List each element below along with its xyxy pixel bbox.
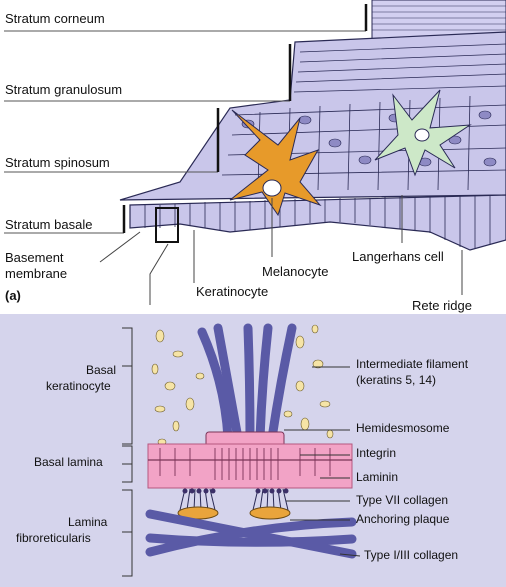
basal-lamina-label: Basal lamina [34, 455, 103, 469]
melanocyte-label: Melanocyte [262, 264, 329, 279]
callout-leaders [99, 195, 463, 305]
stratum-spinosum-label: Stratum spinosum [5, 155, 110, 170]
laminin-label: Laminin [356, 470, 399, 484]
structure-leaders [284, 366, 361, 557]
epidermis-illustration [4, 0, 506, 305]
epidermis-body [119, 31, 506, 201]
basal-keratinocyte-label-line2: keratinocyte [46, 379, 111, 393]
stratum-corneum-label: Stratum corneum [5, 11, 105, 26]
basal-keratinocyte-label-line1: Basal [86, 363, 117, 377]
panel-letter-a: (a) [5, 288, 21, 303]
epidermis-tissue [119, 0, 506, 251]
region-brackets [122, 327, 133, 577]
anchoring-plaque-label: Anchoring plaque [356, 512, 450, 526]
langerhans-cell-label: Langerhans cell [352, 249, 444, 264]
integrin-strands [159, 448, 331, 480]
stratum-granulosum-label: Stratum granulosum [5, 82, 123, 97]
type-vii-collagen [179, 488, 289, 511]
lamina-fibroreticularis-label-line1: Lamina [68, 515, 108, 529]
keratinocyte-label: Keratinocyte [196, 284, 269, 299]
hemidesmosome-label: Hemidesmosome [356, 421, 450, 435]
basement-membrane-panel: Basal keratinocyte Basal lamina Lamina f… [0, 314, 506, 587]
type-vii-collagen-label: Type VII collagen [356, 493, 449, 507]
integrin-label: Integrin [356, 446, 397, 460]
intermediate-filaments [197, 323, 297, 443]
stratum-basale-label: Stratum basale [5, 217, 93, 232]
rete-ridge-label: Rete ridge [412, 298, 472, 313]
basement-membrane-label-line2: membrane [5, 266, 68, 281]
anchoring-plaque-right [249, 506, 291, 520]
basement-membrane-label-line1: Basement [5, 250, 64, 265]
type-vii-collagen-heads [182, 488, 289, 494]
basement-membrane-illustration [122, 323, 361, 577]
type-i-iii-collagen-label: Type I/III collagen [364, 548, 459, 562]
melanocyte-cell [229, 109, 322, 217]
magnification-box [155, 207, 179, 243]
lamina-fibroreticularis-label-line2: fibroreticularis [16, 531, 91, 545]
intermediate-filament-label-line1: Intermediate filament [356, 357, 469, 371]
intermediate-filament-label-line2: (keratins 5, 14) [356, 373, 437, 387]
layer-brackets [122, 4, 368, 233]
layer-rules [4, 30, 366, 234]
type-i-iii-collagen [145, 509, 357, 559]
epidermis-panel: Stratum corneum Stratum granulosum Strat… [4, 0, 506, 313]
